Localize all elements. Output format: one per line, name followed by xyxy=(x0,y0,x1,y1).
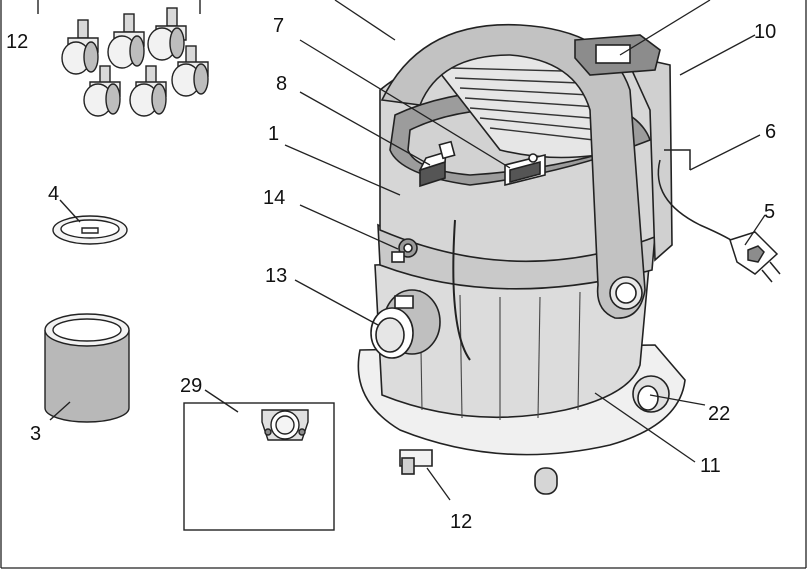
label-suction-inlet: 13 xyxy=(265,265,287,287)
suction-inlet[interactable] xyxy=(370,289,441,359)
label-switch-8: 8 xyxy=(276,73,287,95)
castor-1 xyxy=(61,19,99,75)
switch-8[interactable] xyxy=(418,140,456,188)
castor-3 xyxy=(147,7,187,61)
blow-connector xyxy=(391,238,418,263)
filter-cylinder xyxy=(44,313,130,423)
label-plug: 5 xyxy=(764,201,775,223)
label-motor-head: 1 xyxy=(268,123,279,145)
label-castor-bottom: 12 xyxy=(450,511,472,533)
switch-7[interactable] xyxy=(504,153,546,187)
castor-set xyxy=(37,0,209,117)
castor-6 xyxy=(129,65,167,117)
label-inset-29: 29 xyxy=(180,375,202,397)
label-switch-7: 7 xyxy=(273,15,284,37)
filter-disc xyxy=(52,199,128,245)
castor-4 xyxy=(171,45,209,97)
label-handle: 10 xyxy=(754,21,776,43)
label-container: 11 xyxy=(700,455,721,477)
leader-lines xyxy=(284,0,766,501)
power-cable xyxy=(657,149,781,283)
inset-box xyxy=(183,389,335,531)
label-cable-hook: 6 xyxy=(765,121,776,143)
rear-housing xyxy=(623,53,673,262)
label-filter-disc: 4 xyxy=(48,183,59,205)
filter-frame-part xyxy=(261,409,309,441)
front-castor xyxy=(399,449,433,475)
plug xyxy=(729,231,781,283)
label-blow-connector: 14 xyxy=(263,187,285,209)
label-filter-cylinder: 3 xyxy=(30,423,41,445)
wheel-22 xyxy=(632,375,670,413)
rear-castor xyxy=(534,467,558,495)
label-wheel-22: 22 xyxy=(708,403,730,425)
label-castors: 12 xyxy=(6,31,28,53)
vacuum-body xyxy=(357,23,686,495)
castor-5 xyxy=(83,65,121,117)
castor-2 xyxy=(107,13,145,69)
part-labels: 12 4 3 1 8 7 14 13 29 5 6 10 11 22 12 xyxy=(6,15,776,533)
